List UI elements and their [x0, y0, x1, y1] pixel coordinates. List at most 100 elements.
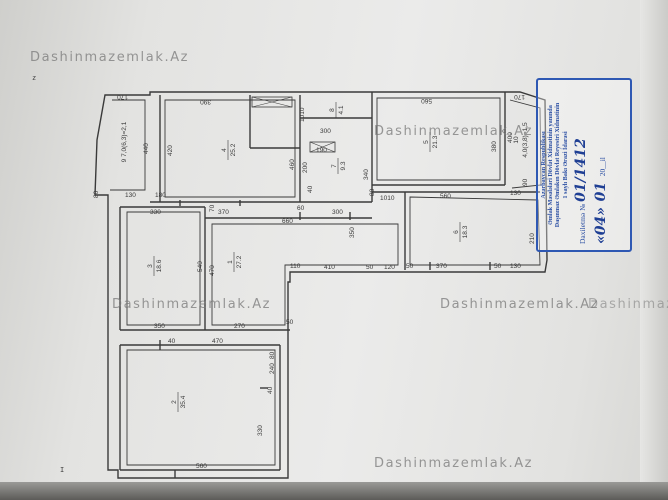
dim-label: 40 [168, 338, 176, 345]
dim-label: 170 [117, 93, 128, 100]
stamp-date-day: «04» [592, 207, 609, 244]
stamp-content: Azərbaycan Respublikası Əmlak Məsələləri… [540, 82, 628, 248]
dim-label: 660 [282, 218, 293, 225]
room-10-number: 10 [513, 136, 520, 144]
dim-label: 540 [197, 261, 204, 272]
room-1-label: 1 27.2 [227, 252, 243, 272]
dim-label: 340 [363, 169, 370, 180]
stamp-line-2: Əmlak Məsələləri Dövlət Xidmətinin yanın… [547, 105, 555, 225]
dim-label: 50 [366, 264, 374, 271]
corner-mark: I [60, 466, 64, 474]
dim-label: 70 [209, 204, 216, 212]
room-8-label: 8 4.1 [329, 102, 345, 118]
dim-label: 330 [150, 209, 161, 216]
dim-label: 400 [507, 132, 514, 143]
room-2-area: 35.4 [180, 395, 187, 408]
stamp-line-1: Azərbaycan Respublikası [540, 131, 547, 199]
dim-label: 200 [302, 162, 309, 173]
desk-surface [0, 482, 668, 500]
room-8-area: 4.1 [338, 105, 345, 114]
watermark-middle-right: Dashinmazemlak.Az [440, 297, 600, 312]
dim-label: 470 [212, 338, 223, 345]
watermark-bottom: Dashinmazemlak.Az [374, 456, 534, 471]
room-6-area: 18.3 [462, 225, 469, 238]
room-2-number: 2 [171, 400, 178, 404]
room-7-area: 9.3 [340, 161, 347, 170]
dim-label: 50 [406, 263, 414, 270]
stamp-registration-row: Daxiletmə № 01/1412 [573, 82, 589, 248]
dim-label: 50 [286, 319, 294, 326]
dim-label: 80 [369, 188, 376, 196]
dim-label: 380 [491, 141, 498, 152]
room-4-number: 4 [221, 148, 228, 152]
stamp-date-year: 20__il [597, 157, 607, 177]
balcony-left-label: 9 7,0(6,3)=2,1 [121, 121, 128, 162]
dim-label: 350 [154, 323, 165, 330]
dim-label: 110 [290, 263, 301, 270]
dim-label: 420 [167, 145, 174, 156]
dim-label: 190 [316, 147, 327, 154]
dim-label: 40 [267, 386, 274, 394]
dim-label: 460 [289, 159, 296, 170]
room-4-area: 25.2 [230, 143, 237, 156]
paper-edge [640, 0, 668, 482]
dim-label: 410 [324, 264, 335, 271]
dim-label: 330 [257, 425, 264, 436]
dim-label: 1010 [299, 107, 306, 122]
dim-label: 170 [514, 93, 525, 100]
room-6-label: 6 18.3 [453, 222, 469, 242]
dim-label: 1010 [380, 195, 395, 202]
dim-label: 50 [494, 263, 502, 270]
dim-label: 300 [332, 209, 343, 216]
dim-label: 130 [125, 192, 136, 199]
room-3-label: 3 18.6 [147, 256, 163, 276]
room-1-area: 27.2 [236, 255, 243, 268]
room-3-area: 18.6 [156, 259, 163, 272]
stamp-reg-value: 01/1412 [572, 138, 589, 202]
balcony-right-formula: 4,0(3,8)=1,5 [522, 122, 529, 158]
registration-stamp: Azərbaycan Respublikası Əmlak Məsələləri… [536, 78, 632, 252]
room-5-label: 5 21.3 [423, 132, 439, 152]
dim-label: 270 [234, 323, 245, 330]
dim-label: 210 [529, 233, 536, 244]
dim-label: 390 [200, 98, 211, 105]
watermark-right-edge: Dashinmazemlak.Az [588, 297, 668, 312]
dim-label: 470 [209, 265, 216, 276]
dim-label: 240 [269, 363, 276, 374]
dim-label: 370 [436, 263, 447, 270]
watermark-top-middle: Dashinmazemlak.Az [374, 124, 534, 139]
dim-label: 90 [522, 178, 529, 186]
dim-label: 60 [297, 205, 305, 212]
room-5-area: 21.3 [432, 135, 439, 148]
stamp-line-3: Daşınmaz Əmlakın Dövlət Reyestri Xidməti… [554, 102, 562, 228]
dim-label: 80 [93, 190, 100, 198]
room-7-label: 7 9.3 [331, 158, 347, 174]
watermark-middle-left: Dashinmazemlak.Az [112, 297, 272, 312]
dim-label: 440 [143, 143, 150, 154]
room-6-number: 6 [453, 230, 460, 234]
dim-label: 350 [349, 227, 356, 238]
room-10-label: 10 4,0(3,8)=1,5 [513, 122, 529, 158]
stamp-date-month: 01 [592, 181, 609, 202]
dim-label: 130 [510, 263, 521, 270]
dim-label: 300 [320, 128, 331, 135]
stamp-reg-label: Daxiletmə № [577, 203, 587, 244]
stamp-line-4: 1 saylı Bakı Ərazi İdarəsi [561, 131, 569, 199]
room-5-number: 5 [423, 140, 430, 144]
dim-label: 40 [307, 185, 314, 193]
dim-label: 180 [155, 192, 166, 199]
room-7-number: 7 [331, 164, 338, 168]
dim-label: 560 [421, 97, 432, 104]
room-8-number: 8 [329, 108, 336, 112]
room-1-number: 1 [227, 260, 234, 264]
dim-label: 560 [196, 463, 207, 470]
watermark-top-left: Dashinmazemlak.Az [30, 50, 190, 65]
dim-label: 80 [269, 351, 276, 359]
dim-label: 130 [510, 190, 521, 197]
room-2-label: 2 35.4 [171, 392, 187, 412]
dim-label: 370 [218, 209, 229, 216]
room-3-number: 3 [147, 264, 154, 268]
dim-label: 120 [384, 264, 395, 271]
room-4-label: 4 25.2 [221, 140, 237, 160]
